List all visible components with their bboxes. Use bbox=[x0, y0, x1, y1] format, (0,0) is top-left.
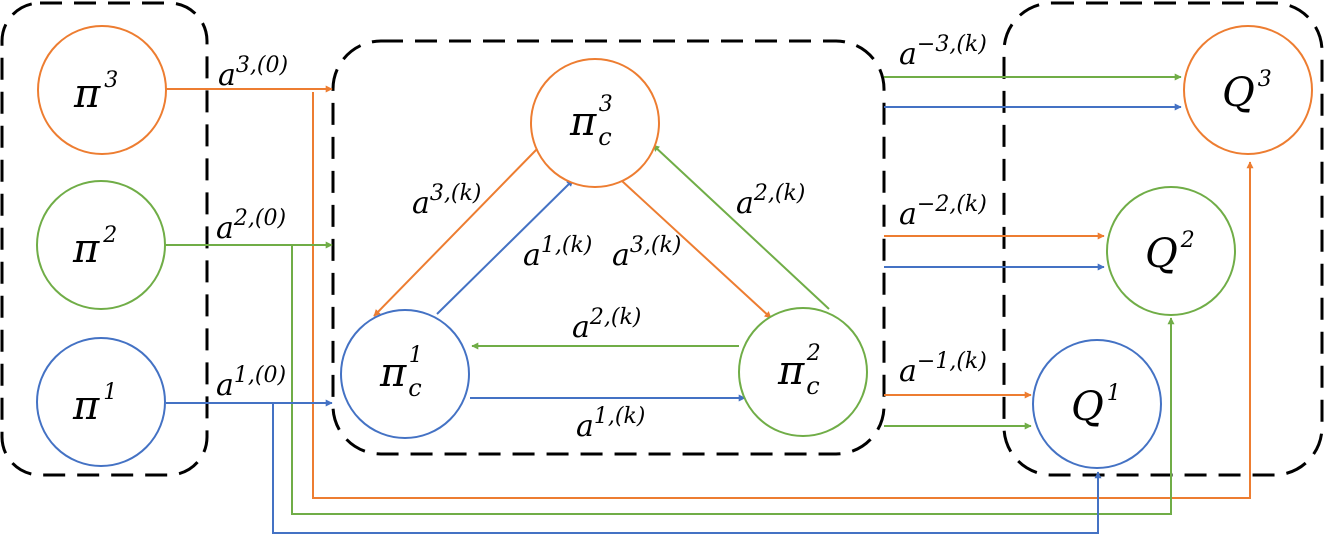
label-pic3: πc3 bbox=[569, 92, 613, 151]
arrow-pic1-to-pic3 bbox=[436, 179, 574, 315]
node-pi2 bbox=[36, 180, 166, 310]
routing-lines bbox=[272, 92, 1254, 534]
central-arrows bbox=[373, 144, 830, 402]
label-pic2: πc2 bbox=[777, 341, 821, 400]
route-green-to-Q2 bbox=[291, 246, 1175, 515]
edge-label-a10: a1,(0) bbox=[216, 363, 286, 403]
edge-label-a30: a3,(0) bbox=[218, 53, 288, 93]
route-blue-to-Q1 bbox=[272, 403, 1102, 534]
edge-label-a3k-mid: a3,(k) bbox=[612, 233, 681, 273]
critic-group-box bbox=[1002, 1, 1324, 477]
node-pic1 bbox=[340, 309, 470, 439]
node-pic3 bbox=[530, 58, 660, 188]
node-Q2 bbox=[1106, 186, 1236, 316]
edge-label-a3k-left: a3,(k) bbox=[412, 181, 481, 221]
edge-label-a1k-bottom: a1,(k) bbox=[576, 404, 645, 444]
node-Q3 bbox=[1183, 25, 1313, 155]
edge-label-a20: a2,(0) bbox=[216, 206, 286, 246]
nodes bbox=[36, 25, 1313, 469]
edge-label-am3k: a−3,(k) bbox=[899, 32, 987, 72]
edge-label-a1k-mid: a1,(k) bbox=[523, 233, 592, 273]
edge-label-am1k: a−1,(k) bbox=[899, 349, 987, 389]
arrow-pic2-to-pic3 bbox=[652, 144, 830, 310]
central-policy-group-box bbox=[331, 39, 886, 456]
edge-labels: a3,(0) a2,(0) a1,(0) a3,(k) a1,(k) a3,(k… bbox=[216, 32, 987, 444]
edge-label-a2k-top: a2,(k) bbox=[572, 305, 641, 345]
edge-label-am2k: a−2,(k) bbox=[899, 192, 987, 232]
output-arrows bbox=[884, 73, 1182, 430]
label-pic1: πc1 bbox=[379, 343, 423, 402]
local-policy-group-box bbox=[0, 1, 209, 477]
arrow-pic3-to-pic2 bbox=[621, 180, 772, 319]
input-arrows bbox=[165, 85, 333, 407]
node-Q1 bbox=[1032, 339, 1162, 469]
node-pi1 bbox=[36, 337, 166, 467]
edge-label-a2k-right: a2,(k) bbox=[736, 181, 805, 221]
route-orange-to-Q3 bbox=[312, 92, 1254, 499]
node-pic2 bbox=[738, 307, 868, 437]
arrow-pic3-to-pic1 bbox=[373, 147, 539, 317]
group-boxes bbox=[0, 1, 1324, 477]
node-pi3 bbox=[37, 25, 167, 155]
